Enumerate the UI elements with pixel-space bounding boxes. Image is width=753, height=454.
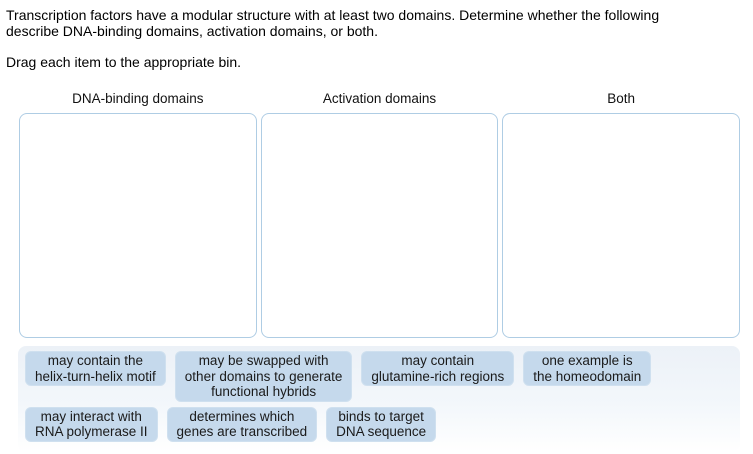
- chip-determines-genes-transcribed[interactable]: determines which genes are transcribed: [166, 406, 318, 442]
- chip-interact-rna-polymerase[interactable]: may interact with RNA polymerase II: [25, 406, 158, 442]
- chip-row-1: may contain the helix-turn-helix motif m…: [25, 351, 733, 402]
- chip-row-2: may interact with RNA polymerase II dete…: [25, 406, 733, 442]
- question-prompt: Transcription factors have a modular str…: [6, 7, 660, 39]
- bins: [19, 113, 741, 338]
- bin-headers: DNA-binding domains Activation domains B…: [19, 91, 740, 106]
- bin-label-activation-domains: Activation domains: [322, 91, 437, 106]
- chip-swapped-functional-hybrids[interactable]: may be swapped with other domains to gen…: [174, 351, 353, 402]
- bin-dna-binding-domains[interactable]: [19, 113, 257, 338]
- bins-area: DNA-binding domains Activation domains B…: [19, 91, 741, 338]
- chip-helix-turn-helix-motif[interactable]: may contain the helix-turn-helix motif: [25, 351, 166, 386]
- bin-label-both: Both: [607, 91, 636, 106]
- drag-instruction: Drag each item to the appropriate bin.: [6, 54, 242, 70]
- chip-glutamine-rich-regions[interactable]: may contain glutamine-rich regions: [361, 351, 515, 386]
- chip-homeodomain-example[interactable]: one example is the homeodomain: [523, 351, 652, 386]
- chips-panel: may contain the helix-turn-helix motif m…: [18, 346, 740, 452]
- bin-both[interactable]: [502, 113, 741, 338]
- bin-activation-domains[interactable]: [260, 113, 499, 338]
- bin-label-dna-binding-domains: DNA-binding domains: [72, 91, 204, 106]
- chip-binds-target-dna[interactable]: binds to target DNA sequence: [326, 406, 437, 442]
